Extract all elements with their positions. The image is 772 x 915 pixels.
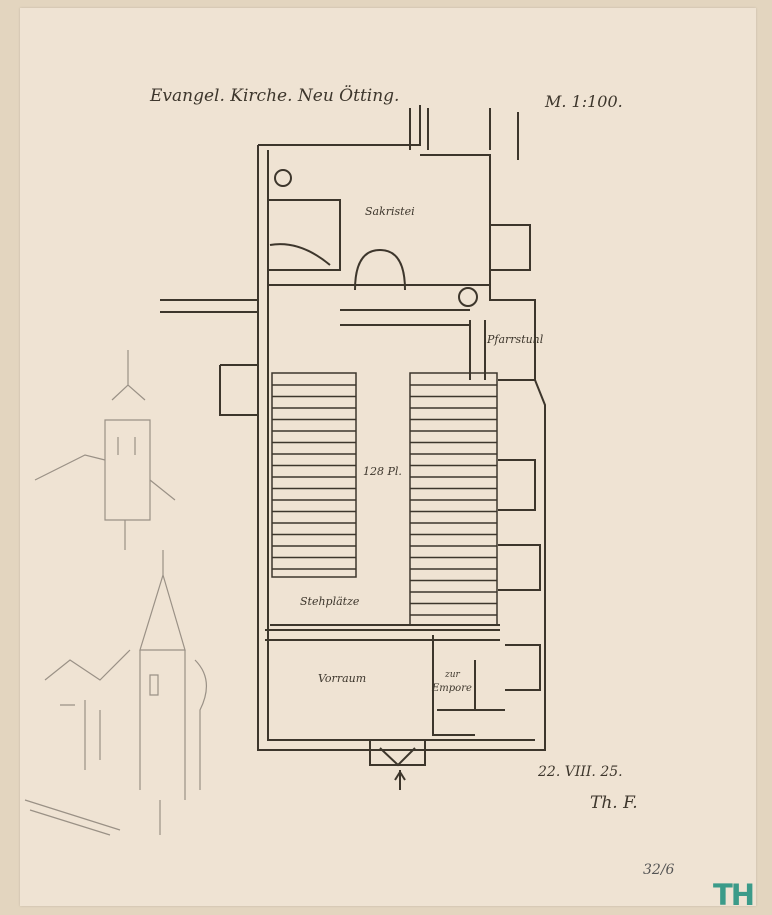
- sheet-number: 32/6: [643, 862, 675, 878]
- scale-label: M. 1:100.: [545, 92, 623, 111]
- room-label-vestibule: Vorraum: [318, 672, 367, 685]
- seat-count-label: 128 Pl.: [363, 465, 402, 478]
- pew-block-right: [409, 372, 498, 626]
- drawing-date: 22. VIII. 25.: [538, 764, 623, 780]
- gallery-label-line1: zur: [445, 670, 460, 680]
- room-label-standing: Stehplätze: [300, 595, 360, 608]
- pencil-sketches: [24, 350, 207, 836]
- room-label-sacristy: Sakristei: [365, 205, 415, 218]
- gallery-label-line2: Empore: [432, 683, 472, 694]
- pew-block-left: [271, 372, 357, 578]
- drawing-title: Evangel. Kirche. Neu Ötting.: [150, 86, 400, 106]
- collection-stamp: TH: [713, 878, 755, 912]
- church-walls: [160, 105, 546, 790]
- signature: Th. F.: [590, 793, 638, 813]
- pews: [271, 372, 498, 626]
- room-label-pastor-pew: Pfarrstuhl: [487, 333, 544, 346]
